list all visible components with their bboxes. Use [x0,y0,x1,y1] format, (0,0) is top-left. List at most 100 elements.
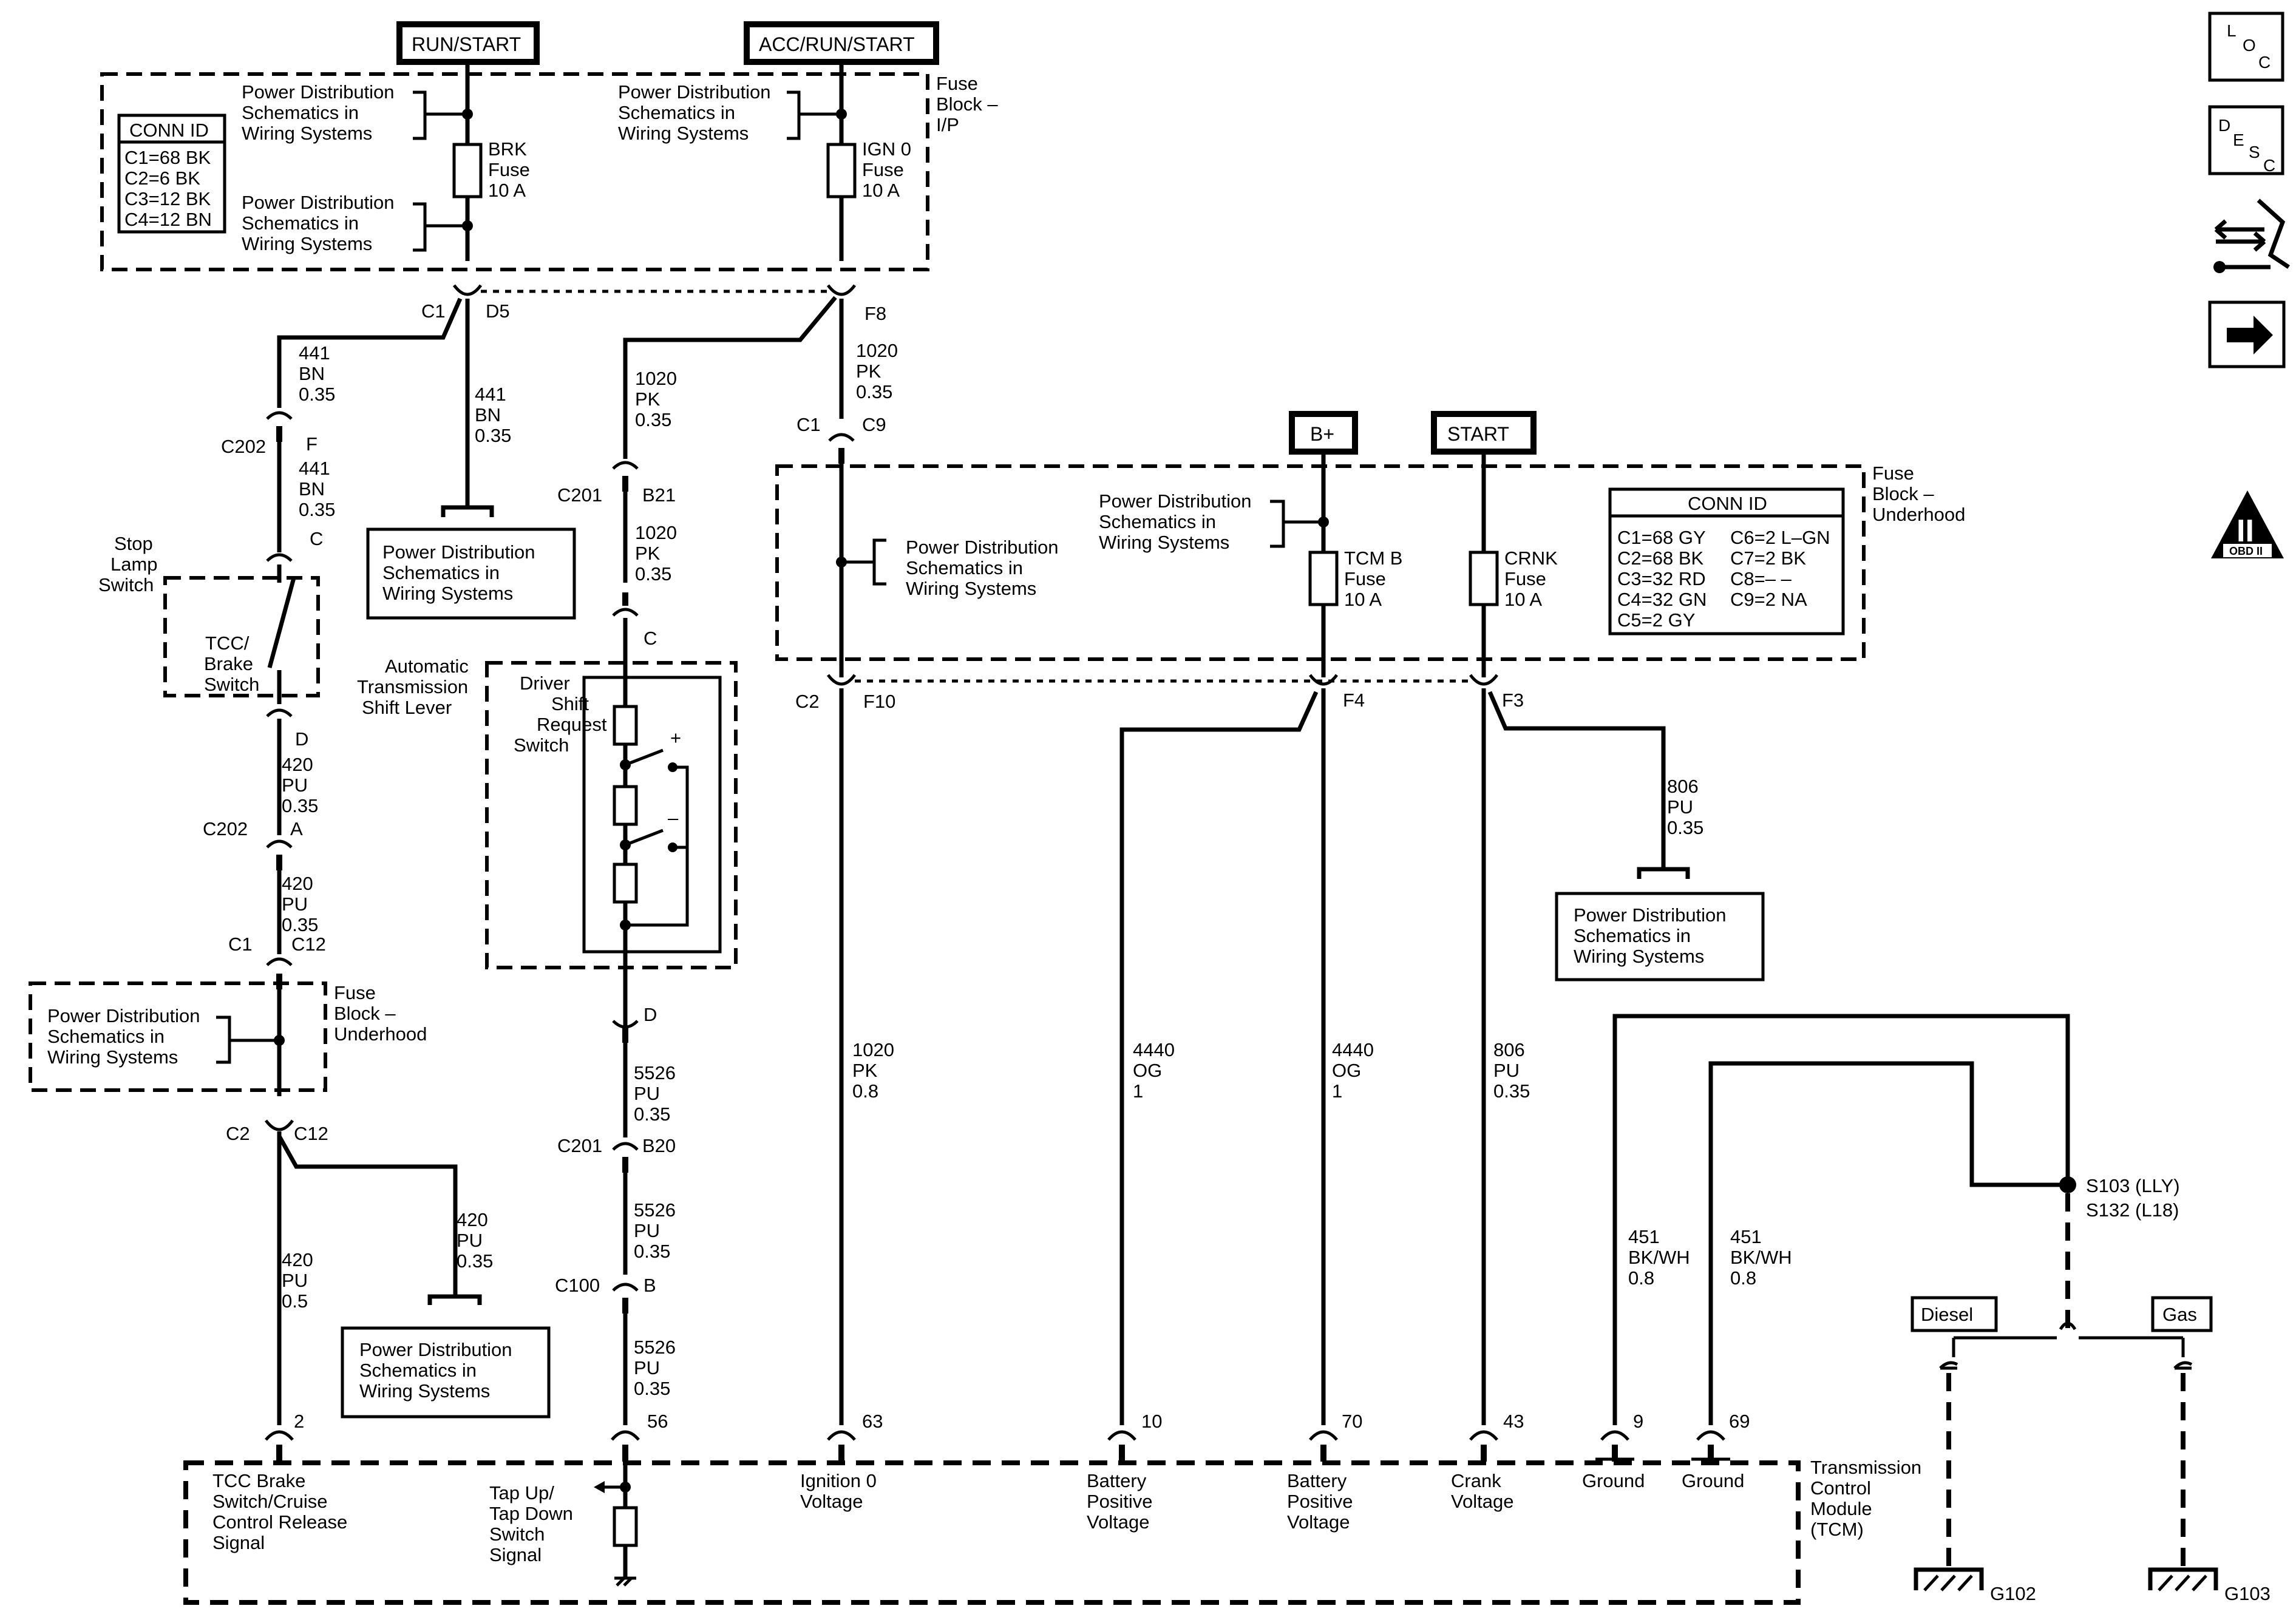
svg-text:BN: BN [299,478,325,500]
svg-text:C: C [2263,156,2275,175]
fuse-block-underhood-title: Fuse Block – Underhood [1872,463,1965,525]
svg-text:0.35: 0.35 [282,914,318,935]
power-dist-ref-3: Power Distribution Schematics in Wiring … [618,81,841,144]
sig-tcc-brake: TCC Brake Switch/Cruise Control Release … [212,1470,347,1553]
acc-run-start-source: ACC/RUN/START [744,21,939,65]
svg-text:C4=32 GN: C4=32 GN [1617,589,1707,610]
svg-text:Transmission: Transmission [357,676,468,697]
power-dist-ref-4: Power Distribution Schematics in Wiring … [841,537,1059,599]
wire-420-d: 420 PU 0.5 [282,1249,313,1312]
run-start-source: RUN/START [396,21,540,65]
gas-tag: Gas [2151,1296,2213,1332]
svg-text:Voltage: Voltage [1451,1491,1513,1512]
svg-text:OG: OG [1133,1060,1162,1081]
svg-text:C2=68 BK: C2=68 BK [1617,547,1704,569]
svg-text:Switch: Switch [514,734,569,756]
svg-text:TCC Brake: TCC Brake [212,1470,305,1491]
next-arrow-button[interactable] [2208,300,2286,368]
sig-bat-2: Battery Positive Voltage [1287,1470,1353,1533]
svg-text:Fuse: Fuse [334,982,376,1003]
svg-text:E: E [2233,131,2244,149]
svg-text:0.35: 0.35 [1493,1080,1530,1102]
svg-text:Schematics in: Schematics in [359,1360,477,1381]
svg-text:D: D [644,1004,657,1025]
svg-text:1: 1 [1332,1080,1342,1102]
svg-text:Underhood: Underhood [1872,504,1965,525]
svg-text:0.35: 0.35 [299,499,335,520]
svg-text:C1=68 GY: C1=68 GY [1617,527,1706,548]
svg-text:PU: PU [282,1270,308,1291]
svg-text:Schematics in: Schematics in [382,562,500,583]
diesel-tag: Diesel [1911,1296,1998,1332]
svg-text:Fuse: Fuse [488,159,530,180]
svg-text:Schematics in: Schematics in [1574,925,1691,946]
svg-text:PU: PU [1493,1060,1520,1081]
svg-text:PU: PU [634,1357,660,1378]
svg-text:B20: B20 [642,1135,676,1156]
svg-text:10 A: 10 A [1504,589,1542,610]
svg-text:Power Distribution: Power Distribution [382,541,535,563]
svg-text:Power Distribution: Power Distribution [906,537,1059,558]
svg-text:Lamp: Lamp [110,554,158,575]
svg-text:Schematics in: Schematics in [618,102,735,123]
svg-text:BK/WH: BK/WH [1628,1247,1690,1268]
svg-text:Block –: Block – [936,93,998,115]
svg-text:C: C [310,528,323,549]
svg-text:Switch/Cruise: Switch/Cruise [212,1491,328,1512]
desc-button[interactable]: D E S C [2208,105,2284,175]
svg-text:BN: BN [475,404,501,425]
svg-text:69: 69 [1729,1411,1750,1432]
svg-text:D5: D5 [486,300,510,322]
svg-text:0.35: 0.35 [635,409,671,430]
svg-text:PK: PK [635,543,661,564]
svg-text:PK: PK [635,388,661,410]
svg-text:1020: 1020 [852,1039,894,1060]
wire-5526-b: 5526 PU 0.35 [634,1199,676,1262]
connector-end-view-icon[interactable] [2213,198,2290,273]
svg-text:Underhood: Underhood [334,1023,427,1045]
svg-text:OBD II: OBD II [2229,545,2263,557]
sig-bat-1: Battery Positive Voltage [1087,1470,1153,1533]
svg-text:1020: 1020 [856,340,898,361]
svg-text:Switch: Switch [204,674,259,695]
svg-text:10 A: 10 A [488,180,526,201]
svg-text:PU: PU [634,1220,660,1241]
svg-text:Request: Request [537,714,607,735]
wire-5526-a: 5526 PU 0.35 [634,1062,676,1125]
wire-441-a: 441 BN 0.35 [299,342,335,405]
svg-text:Ground: Ground [1682,1470,1744,1491]
svg-text:A: A [290,818,303,839]
svg-text:Stop: Stop [114,533,153,554]
wire-806-a: 806 PU 0.35 [1667,776,1703,838]
svg-text:BN: BN [299,363,325,384]
svg-text:C8=– –: C8=– – [1730,568,1792,589]
svg-text:Battery: Battery [1087,1470,1147,1491]
svg-text:S103 (LLY): S103 (LLY) [2086,1175,2180,1196]
power-dist-box-2: Power Distribution Schematics in Wiring … [1555,892,1765,981]
svg-text:Positive: Positive [1287,1491,1353,1512]
bplus-source: B+ [1289,411,1358,455]
svg-text:Driver: Driver [520,673,570,694]
svg-text:F: F [306,433,318,455]
fuse-block-underhood-outline [775,464,1866,661]
svg-text:Block –: Block – [334,1003,396,1024]
svg-text:G102: G102 [1990,1583,2036,1604]
tap-switch-internal [594,1462,638,1587]
svg-text:TCM B: TCM B [1344,547,1402,569]
wire-451-b: 451 BK/WH 0.8 [1730,1226,1792,1289]
svg-text:806: 806 [1667,776,1699,797]
svg-text:420: 420 [282,754,313,775]
conn-id-underhood: CONN ID C1=68 GY C2=68 BK C3=32 RD C4=32… [1608,487,1845,636]
svg-text:Switch: Switch [489,1524,545,1545]
svg-text:0.35: 0.35 [635,563,671,585]
sig-gnd-1: Ground [1582,1470,1645,1491]
loc-button[interactable]: L O C [2208,12,2284,82]
wire-420-a: 420 PU 0.35 [282,754,318,816]
svg-text:Shift: Shift [551,693,589,714]
stop-lamp-switch: Stop Lamp Switch TCC/ Brake Switch [98,533,320,704]
wire-441-b: 441 BN 0.35 [299,458,335,520]
svg-text:441: 441 [299,458,330,479]
svg-text:II: II [2237,514,2254,549]
svg-text:Wiring Systems: Wiring Systems [1574,946,1704,967]
